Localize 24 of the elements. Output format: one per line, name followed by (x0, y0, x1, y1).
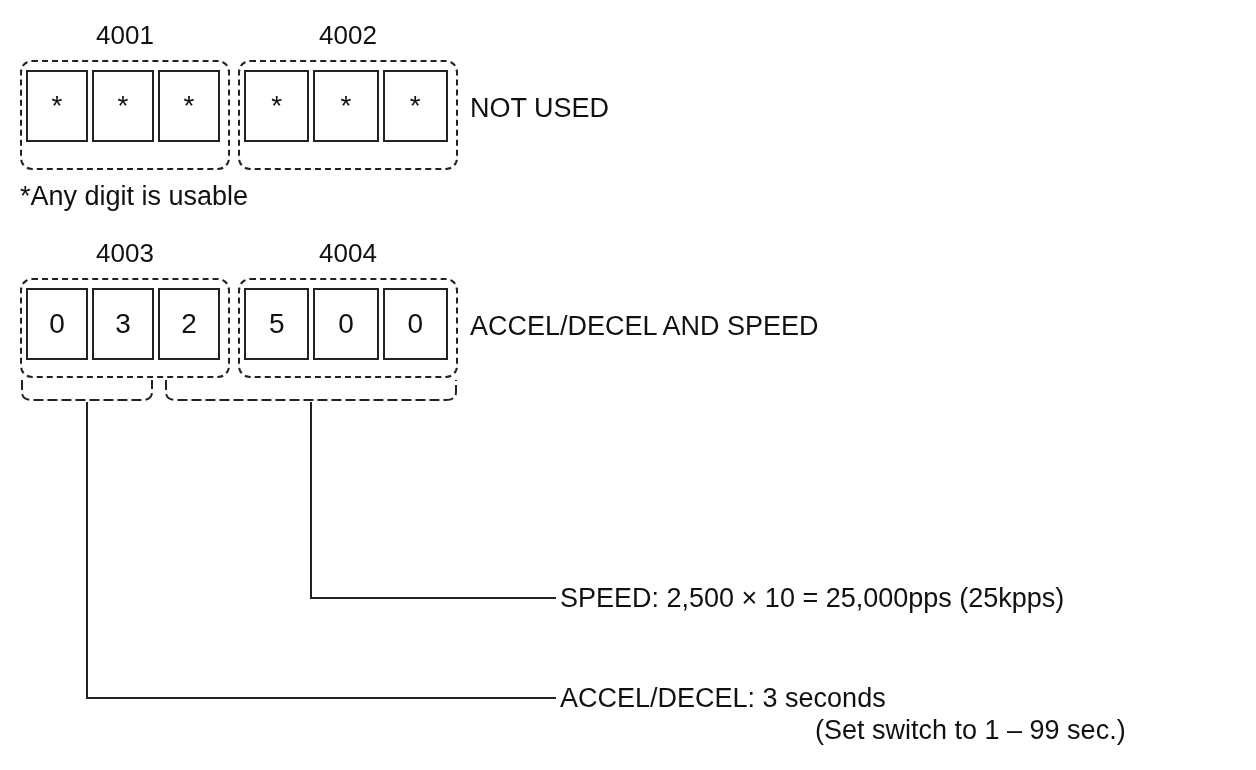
setting-description: ACCEL/DECEL: 3 seconds (560, 682, 887, 714)
digit-switch: * (26, 70, 88, 142)
digit-switch: 5 (244, 288, 310, 360)
digit-switch: 0 (313, 288, 379, 360)
digit-switch: * (92, 70, 154, 142)
digit-switch: * (313, 70, 379, 142)
leader-line (310, 401, 557, 599)
digit-switch: 3 (92, 288, 154, 360)
register-number: 4003 (95, 238, 155, 268)
digit-switch: 0 (26, 288, 88, 360)
digit-switch: * (158, 70, 220, 142)
setting-description: SPEED: 2,500 × 10 = 25,000pps (25kpps) (560, 582, 1065, 614)
setting-note: (Set switch to 1 – 99 sec.) (815, 714, 1126, 746)
digit-switch: 0 (382, 288, 448, 360)
digit-switch: * (244, 70, 310, 142)
footnote: *Any digit is usable (20, 180, 249, 212)
leader-line (86, 401, 557, 699)
row-caption: ACCEL/DECEL AND SPEED (470, 310, 819, 342)
register-number: 4001 (95, 20, 155, 50)
register-number: 4004 (318, 238, 378, 268)
row-caption: NOT USED (470, 92, 610, 124)
digit-switch: 2 (158, 288, 220, 360)
register-number: 4002 (318, 20, 378, 50)
digit-switch: * (382, 70, 448, 142)
